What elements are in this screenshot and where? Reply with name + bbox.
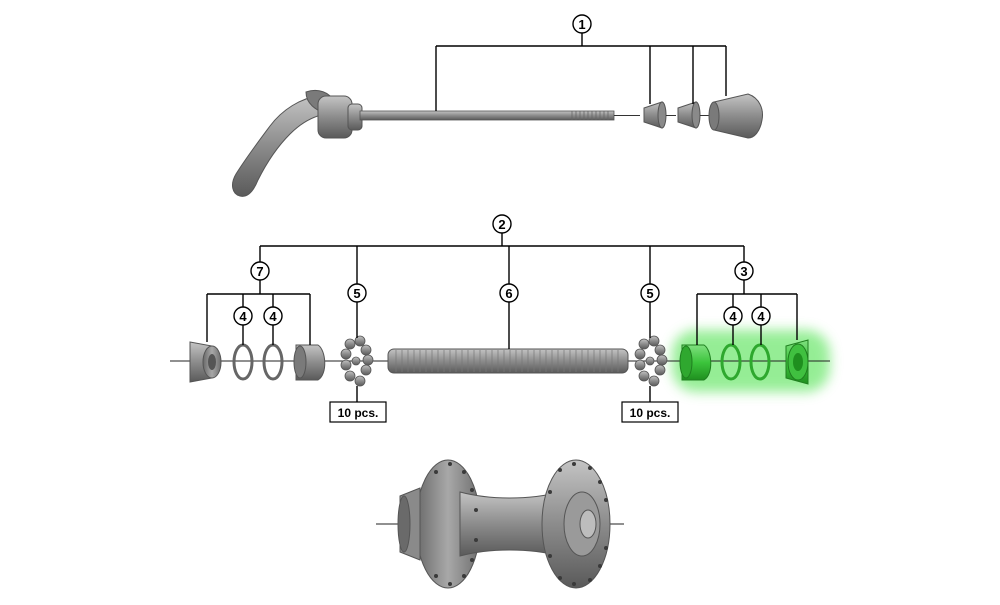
pcs-label-left: 10 pcs.	[338, 406, 379, 420]
hub-axle	[387, 348, 629, 374]
quick-release-skewer: 1	[232, 14, 763, 197]
callout-3: 3	[740, 264, 747, 279]
ball-bearings-right	[634, 335, 668, 387]
callout-4-right-2: 4	[757, 309, 765, 324]
hub-axle-assembly: 2 7 3 5 6 5 4 4 4 4 10 pcs. 10 pcs.	[170, 214, 830, 423]
qr-adjusting-nut	[713, 93, 763, 139]
callout-4-right-1: 4	[729, 309, 737, 324]
qr-rod-thread	[571, 111, 609, 120]
ball-bearings-left	[340, 335, 374, 387]
washer-right-1	[720, 343, 742, 381]
callout-1-leader	[435, 33, 727, 111]
callout-2-leader	[206, 233, 798, 402]
callout-1: 1	[578, 17, 585, 32]
left-cone-set	[189, 341, 326, 383]
callout-4-left-1: 4	[239, 309, 247, 324]
hub-body	[376, 459, 624, 589]
callout-4-left-2: 4	[269, 309, 277, 324]
callout-5-left: 5	[353, 286, 360, 301]
callout-5-right: 5	[646, 286, 653, 301]
callout-2: 2	[498, 217, 505, 232]
right-cone-set	[679, 339, 809, 385]
callout-6: 6	[505, 286, 512, 301]
callout-7: 7	[256, 264, 263, 279]
washer-right-2	[749, 343, 771, 381]
qr-lever	[232, 94, 327, 197]
washer-left-2	[262, 343, 284, 381]
qr-cam-body	[317, 95, 353, 139]
pcs-label-right: 10 pcs.	[630, 406, 671, 420]
washer-left-1	[232, 343, 254, 381]
